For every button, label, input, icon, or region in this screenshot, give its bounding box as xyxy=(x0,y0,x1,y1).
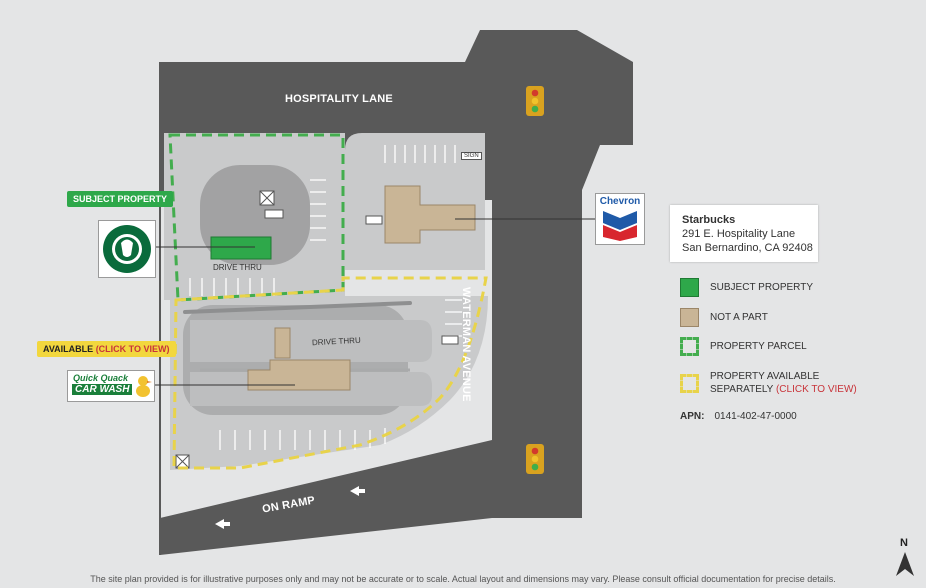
on-ramp-arrows xyxy=(215,486,365,529)
legend-parcel-swatch xyxy=(680,337,699,356)
legend-available-swatch xyxy=(680,373,699,393)
traffic-light-north xyxy=(526,86,544,116)
chevron-logo[interactable]: Chevron xyxy=(595,193,645,245)
car-wash-text: CAR WASH xyxy=(72,384,133,395)
traffic-light-south xyxy=(526,444,544,474)
road-label-waterman: WATERMAN AVENUE xyxy=(460,287,472,402)
legend-subject: SUBJECT PROPERTY xyxy=(680,278,813,297)
lot-subject xyxy=(164,133,345,300)
road-on-ramp xyxy=(160,440,492,555)
business-name: Starbucks xyxy=(682,214,736,226)
chevron-shield-icon xyxy=(603,211,637,241)
starbucks-siren-icon xyxy=(103,225,151,273)
north-arrow-icon xyxy=(896,552,914,576)
buildings xyxy=(175,185,476,469)
address-card: Starbucks 291 E. Hospitality Lane San Be… xyxy=(670,205,818,262)
sign-marker: SIGN xyxy=(461,152,482,160)
legend-parcel-label: PROPERTY PARCEL xyxy=(710,341,807,352)
duck-icon xyxy=(136,376,152,397)
legend-subject-swatch xyxy=(680,278,699,297)
chevron-wordmark: Chevron xyxy=(599,196,641,207)
north-label: N xyxy=(900,537,908,549)
address-line-1: 291 E. Hospitality Lane xyxy=(682,228,796,240)
subject-building xyxy=(210,236,272,260)
legend-available-line1: PROPERTY AVAILABLE xyxy=(710,371,820,382)
available-badge-label: AVAILABLE xyxy=(43,344,94,354)
available-click-link[interactable]: (CLICK TO VIEW) xyxy=(95,344,170,354)
legend-subject-label: SUBJECT PROPERTY xyxy=(710,282,813,293)
subject-property-badge-label: SUBJECT PROPERTY xyxy=(73,194,168,204)
subject-property-badge[interactable]: SUBJECT PROPERTY xyxy=(67,191,174,207)
disclaimer: The site plan provided is for illustrati… xyxy=(90,574,836,584)
chevron-building xyxy=(384,185,476,244)
leader-lines xyxy=(155,218,595,386)
legend-available-label: PROPERTY AVAILABLE SEPARATELY (CLICK TO … xyxy=(710,370,857,396)
quick-quack-text: Quick Quack xyxy=(73,373,129,383)
car-wash-building xyxy=(247,359,351,391)
address-line-2: San Bernardino, CA 92408 xyxy=(682,242,813,254)
drive-thru-label: DRIVE THRU xyxy=(213,263,262,272)
starbucks-logo[interactable] xyxy=(98,220,156,278)
legend-available[interactable]: PROPERTY AVAILABLE SEPARATELY (CLICK TO … xyxy=(680,370,857,396)
apn-value: 0141-402-47-0000 xyxy=(714,411,797,422)
legend-parcel: PROPERTY PARCEL xyxy=(680,337,807,356)
legend-not-part-label: NOT A PART xyxy=(710,312,768,323)
apn-label: APN: xyxy=(680,411,705,422)
available-badge[interactable]: AVAILABLE (CLICK TO VIEW) xyxy=(37,341,176,357)
legend-available-link[interactable]: (CLICK TO VIEW) xyxy=(775,384,857,395)
legend-available-line2: SEPARATELY xyxy=(710,384,774,395)
available-parcel-outline xyxy=(172,276,488,470)
road-label-hospitality: HOSPITALITY LANE xyxy=(285,93,393,105)
parking-lots xyxy=(164,133,488,470)
quick-quack-logo[interactable]: Quick Quack CAR WASH xyxy=(67,370,155,402)
legend-apn: APN: 0141-402-47-0000 xyxy=(680,410,797,423)
legend-not-part: NOT A PART xyxy=(680,308,768,327)
legend-not-part-swatch xyxy=(680,308,699,327)
